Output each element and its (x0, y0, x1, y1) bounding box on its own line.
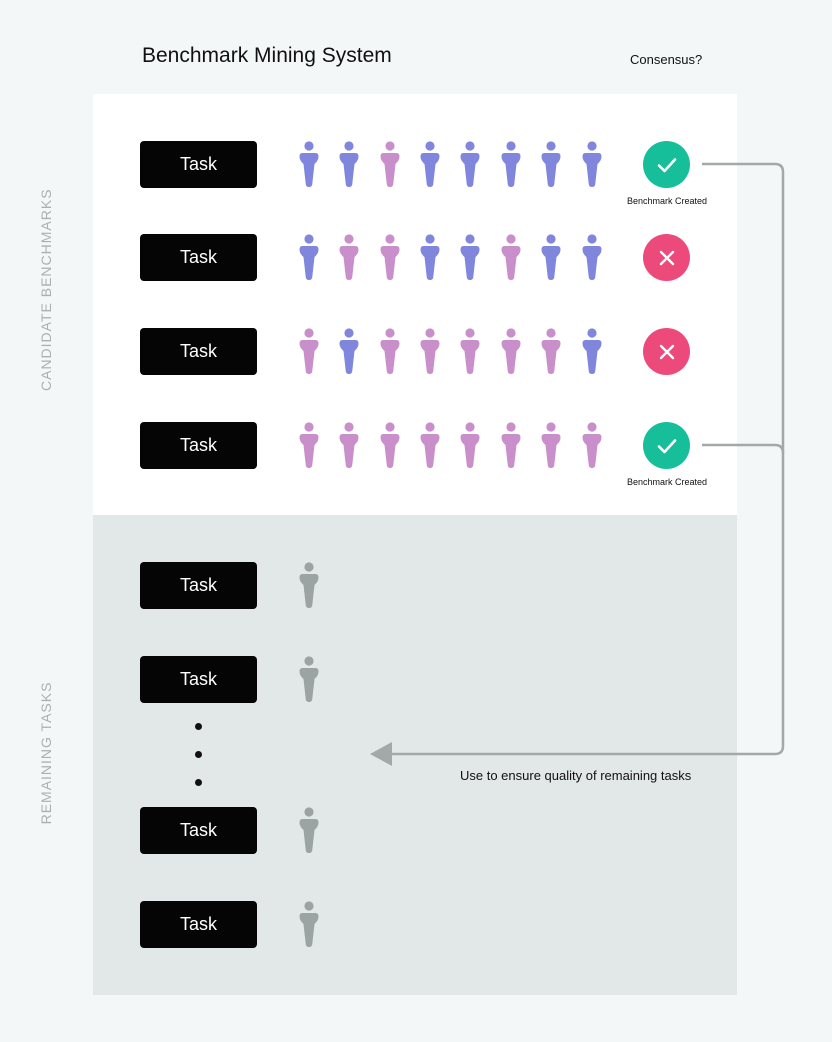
person-icon (379, 234, 401, 281)
candidate-task-1: Task (140, 141, 257, 188)
candidate-task-2: Task (140, 234, 257, 281)
person-icon (459, 328, 481, 375)
person-icon (298, 807, 320, 854)
person-icon (298, 562, 320, 609)
person-icon (459, 234, 481, 281)
remaining-task-2: Task (140, 656, 257, 703)
person-icon (298, 234, 320, 281)
person-icon (338, 234, 360, 281)
person-icon (540, 234, 562, 281)
connector-line (392, 162, 785, 756)
connector-line (702, 443, 785, 454)
person-icon (298, 328, 320, 375)
candidate-task-3: Task (140, 328, 257, 375)
remaining-task-4: Task (140, 901, 257, 948)
person-icon (581, 422, 603, 469)
benchmark-created-caption: Benchmark Created (626, 196, 708, 206)
person-icon (459, 422, 481, 469)
person-icon (379, 422, 401, 469)
ellipsis-dot (195, 751, 202, 758)
check-icon (643, 141, 690, 188)
person-icon (298, 141, 320, 188)
person-icon (581, 234, 603, 281)
candidate-task-4: Task (140, 422, 257, 469)
remaining-task-3: Task (140, 807, 257, 854)
person-icon (500, 141, 522, 188)
person-icon (419, 141, 441, 188)
cross-icon (643, 328, 690, 375)
person-icon (540, 422, 562, 469)
person-icon (581, 328, 603, 375)
person-icon (581, 141, 603, 188)
person-icon (298, 901, 320, 948)
page-title: Benchmark Mining System (142, 44, 392, 67)
person-icon (540, 141, 562, 188)
benchmark-created-caption: Benchmark Created (626, 477, 708, 487)
person-icon (500, 234, 522, 281)
person-icon (379, 141, 401, 188)
remaining-task-1: Task (140, 562, 257, 609)
person-icon (338, 141, 360, 188)
person-icon (338, 422, 360, 469)
person-icon (379, 328, 401, 375)
person-icon (338, 328, 360, 375)
person-icon (298, 422, 320, 469)
cross-icon (643, 234, 690, 281)
person-icon (419, 422, 441, 469)
person-icon (298, 656, 320, 703)
arrow-note: Use to ensure quality of remaining tasks (460, 768, 692, 783)
person-icon (500, 328, 522, 375)
arrowhead-icon (370, 742, 392, 766)
person-icon (540, 328, 562, 375)
person-icon (459, 141, 481, 188)
ellipsis-dot (195, 779, 202, 786)
person-icon (500, 422, 522, 469)
consensus-header: Consensus? (630, 52, 703, 67)
check-icon (643, 422, 690, 469)
person-icon (419, 328, 441, 375)
ellipsis-dot (195, 723, 202, 730)
person-icon (419, 234, 441, 281)
